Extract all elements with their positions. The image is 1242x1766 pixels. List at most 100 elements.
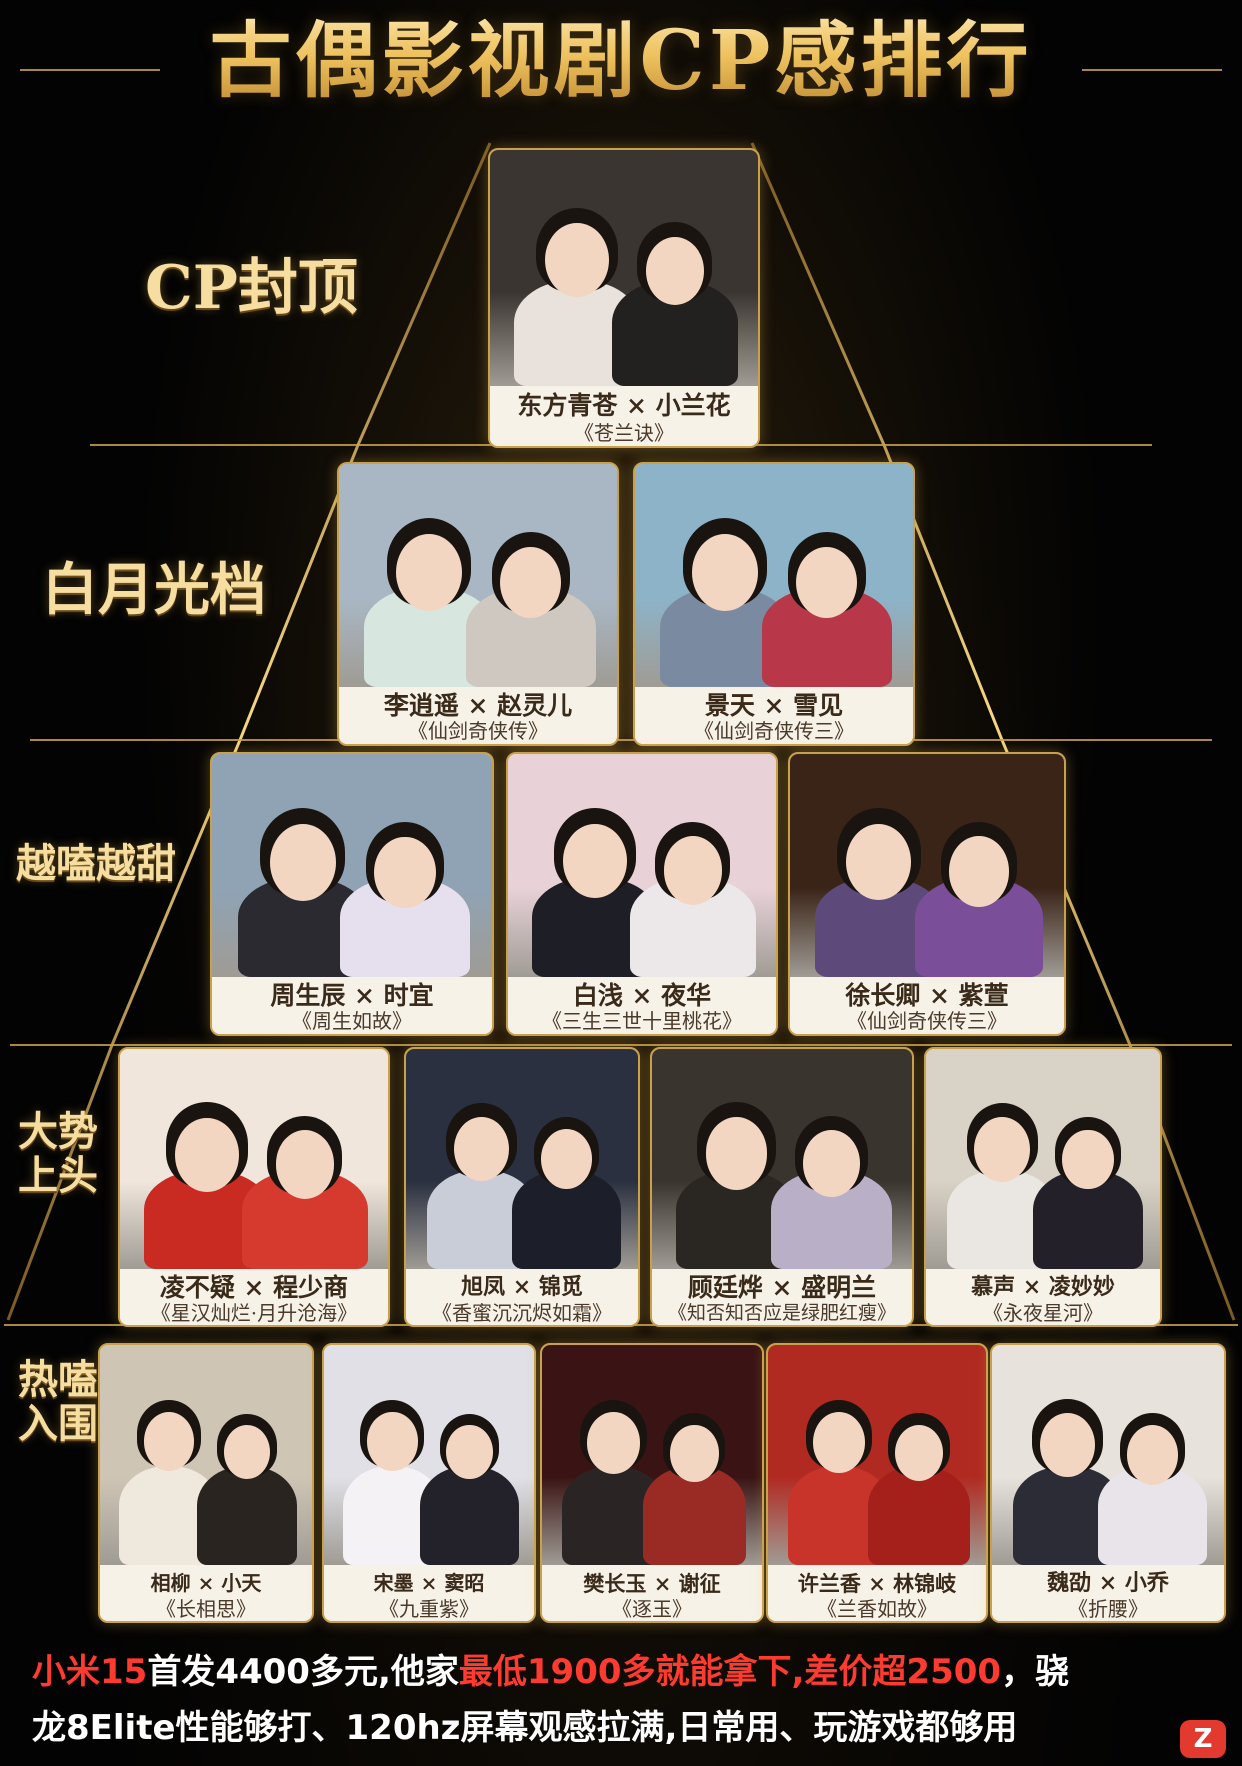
card-caption: 樊长玉 × 谢征《逐玉》 — [542, 1565, 762, 1621]
cp-card[interactable]: 徐长卿 × 紫萱《仙剑奇侠传三》 — [788, 752, 1066, 1036]
face — [670, 1425, 719, 1482]
face — [974, 1116, 1030, 1182]
cp-card[interactable]: 周生辰 × 时宜《周生如故》 — [210, 752, 494, 1036]
face — [587, 1412, 640, 1474]
card-caption: 东方青苍 × 小兰花《苍兰诀》 — [490, 386, 758, 446]
face — [453, 1116, 510, 1182]
drama-title: 《苍兰诀》 — [574, 421, 674, 445]
card-caption: 顾廷烨 × 盛明兰《知否知否应是绿肥红瘦》 — [652, 1269, 912, 1325]
face — [500, 546, 562, 618]
cp-card[interactable]: 慕声 × 凌妙妙《永夜星河》 — [924, 1047, 1162, 1327]
promo-text: ，骁 — [1001, 1652, 1070, 1692]
face — [645, 236, 705, 306]
face — [396, 533, 463, 611]
couple-photo — [992, 1345, 1224, 1565]
card-caption: 宋墨 × 窦昭《九重紫》 — [324, 1565, 534, 1621]
card-caption: 旭凤 × 锦觅《香蜜沉沉烬如霜》 — [406, 1269, 638, 1325]
promo-text: 小米15 — [32, 1652, 148, 1692]
couple-photo — [324, 1345, 534, 1565]
cp-card[interactable]: 李逍遥 × 赵灵儿《仙剑奇侠传》 — [337, 462, 619, 746]
face — [446, 1424, 493, 1479]
face — [803, 1130, 861, 1197]
face — [846, 823, 912, 900]
face — [949, 836, 1010, 907]
couple-photo — [212, 754, 492, 977]
couple-photo — [926, 1049, 1160, 1269]
face — [374, 836, 436, 909]
couple-photo — [542, 1345, 762, 1565]
drama-title: 《三生三世十里桃花》 — [542, 1009, 742, 1033]
couple-names: 凌不疑 × 程少商 — [159, 1273, 349, 1302]
face — [545, 223, 609, 298]
drama-title: 《星汉灿烂·月升沧海》 — [150, 1301, 358, 1325]
couple-photo — [768, 1345, 986, 1565]
card-caption: 相柳 × 小天《长相思》 — [100, 1565, 312, 1621]
face — [540, 1129, 592, 1189]
tier-label: 越嗑越甜 — [16, 840, 176, 887]
card-caption: 魏劭 × 小乔《折腰》 — [992, 1565, 1224, 1621]
couple-names: 李逍遥 × 赵灵儿 — [383, 691, 573, 720]
cp-card[interactable]: 许兰香 × 林锦岐《兰香如故》 — [766, 1343, 988, 1623]
couple-names: 慕声 × 凌妙妙 — [971, 1274, 1115, 1300]
page-title: 古偶影视剧CP感排行 — [0, 6, 1242, 116]
cp-card[interactable]: 景天 × 雪见《仙剑奇侠传三》 — [633, 462, 915, 746]
face — [894, 1425, 943, 1482]
face — [223, 1424, 271, 1480]
face — [367, 1412, 418, 1471]
cp-card[interactable]: 旭凤 × 锦觅《香蜜沉沉烬如霜》 — [404, 1047, 640, 1327]
couple-names: 东方青苍 × 小兰花 — [517, 391, 731, 420]
cp-card[interactable]: 东方青苍 × 小兰花《苍兰诀》 — [488, 148, 760, 448]
drama-title: 《仙剑奇侠传三》 — [847, 1009, 1007, 1033]
face — [275, 1130, 335, 1199]
couple-names: 旭凤 × 锦觅 — [461, 1274, 583, 1300]
cp-card[interactable]: 凌不疑 × 程少商《星汉灿烂·月升沧海》 — [118, 1047, 390, 1327]
app-logo-icon[interactable]: Z — [1180, 1720, 1226, 1758]
person-right — [420, 1466, 519, 1565]
couple-photo — [790, 754, 1064, 977]
couple-names: 相柳 × 小天 — [150, 1571, 262, 1595]
couple-names: 徐长卿 × 紫萱 — [845, 981, 1009, 1010]
drama-title: 《九重紫》 — [379, 1597, 479, 1621]
drama-title: 《周生如故》 — [292, 1009, 412, 1033]
couple-photo — [652, 1049, 912, 1269]
couple-photo — [635, 464, 913, 687]
face — [1039, 1412, 1096, 1478]
cp-card[interactable]: 顾廷烨 × 盛明兰《知否知否应是绿肥红瘦》 — [650, 1047, 914, 1327]
promo-text: 最低1900多就能拿下,差价超2500 — [458, 1652, 1002, 1692]
face — [705, 1117, 768, 1190]
face — [796, 546, 858, 618]
couple-names: 樊长玉 × 谢征 — [583, 1571, 721, 1596]
face — [269, 823, 337, 902]
couple-names: 宋墨 × 窦昭 — [373, 1571, 485, 1595]
couple-photo — [508, 754, 776, 977]
card-caption: 许兰香 × 林锦岐《兰香如故》 — [768, 1565, 986, 1621]
card-caption: 李逍遥 × 赵灵儿《仙剑奇侠传》 — [339, 687, 617, 744]
card-caption: 徐长卿 × 紫萱《仙剑奇侠传三》 — [790, 977, 1064, 1034]
tier-label: CP封顶 — [145, 253, 358, 323]
face — [663, 836, 723, 905]
card-caption: 景天 × 雪见《仙剑奇侠传三》 — [635, 687, 913, 744]
couple-names: 景天 × 雪见 — [704, 691, 844, 720]
cp-card[interactable]: 魏劭 × 小乔《折腰》 — [990, 1343, 1226, 1623]
cp-card[interactable]: 相柳 × 小天《长相思》 — [98, 1343, 314, 1623]
face — [563, 823, 627, 898]
couple-photo — [339, 464, 617, 687]
cp-card[interactable]: 宋墨 × 窦昭《九重紫》 — [322, 1343, 536, 1623]
face — [175, 1117, 239, 1192]
cp-card[interactable]: 樊长玉 × 谢征《逐玉》 — [540, 1343, 764, 1623]
couple-names: 许兰香 × 林锦岐 — [797, 1571, 957, 1596]
couple-photo — [100, 1345, 312, 1565]
couple-photo — [406, 1049, 638, 1269]
cp-card[interactable]: 白浅 × 夜华《三生三世十里桃花》 — [506, 752, 778, 1036]
couple-photo — [120, 1049, 388, 1269]
drama-title: 《知否知否应是绿肥红瘦》 — [667, 1302, 896, 1324]
promo-text: 首发4400多元,他家 — [147, 1652, 459, 1692]
drama-title: 《香蜜沉沉烬如霜》 — [432, 1301, 612, 1325]
face — [692, 533, 759, 611]
card-caption: 凌不疑 × 程少商《星汉灿烂·月升沧海》 — [120, 1269, 388, 1325]
tier-label: 热嗑 入围 — [18, 1356, 98, 1447]
face — [813, 1412, 865, 1473]
face — [1126, 1425, 1178, 1485]
couple-names: 周生辰 × 时宜 — [270, 981, 434, 1010]
couple-photo — [490, 150, 758, 386]
